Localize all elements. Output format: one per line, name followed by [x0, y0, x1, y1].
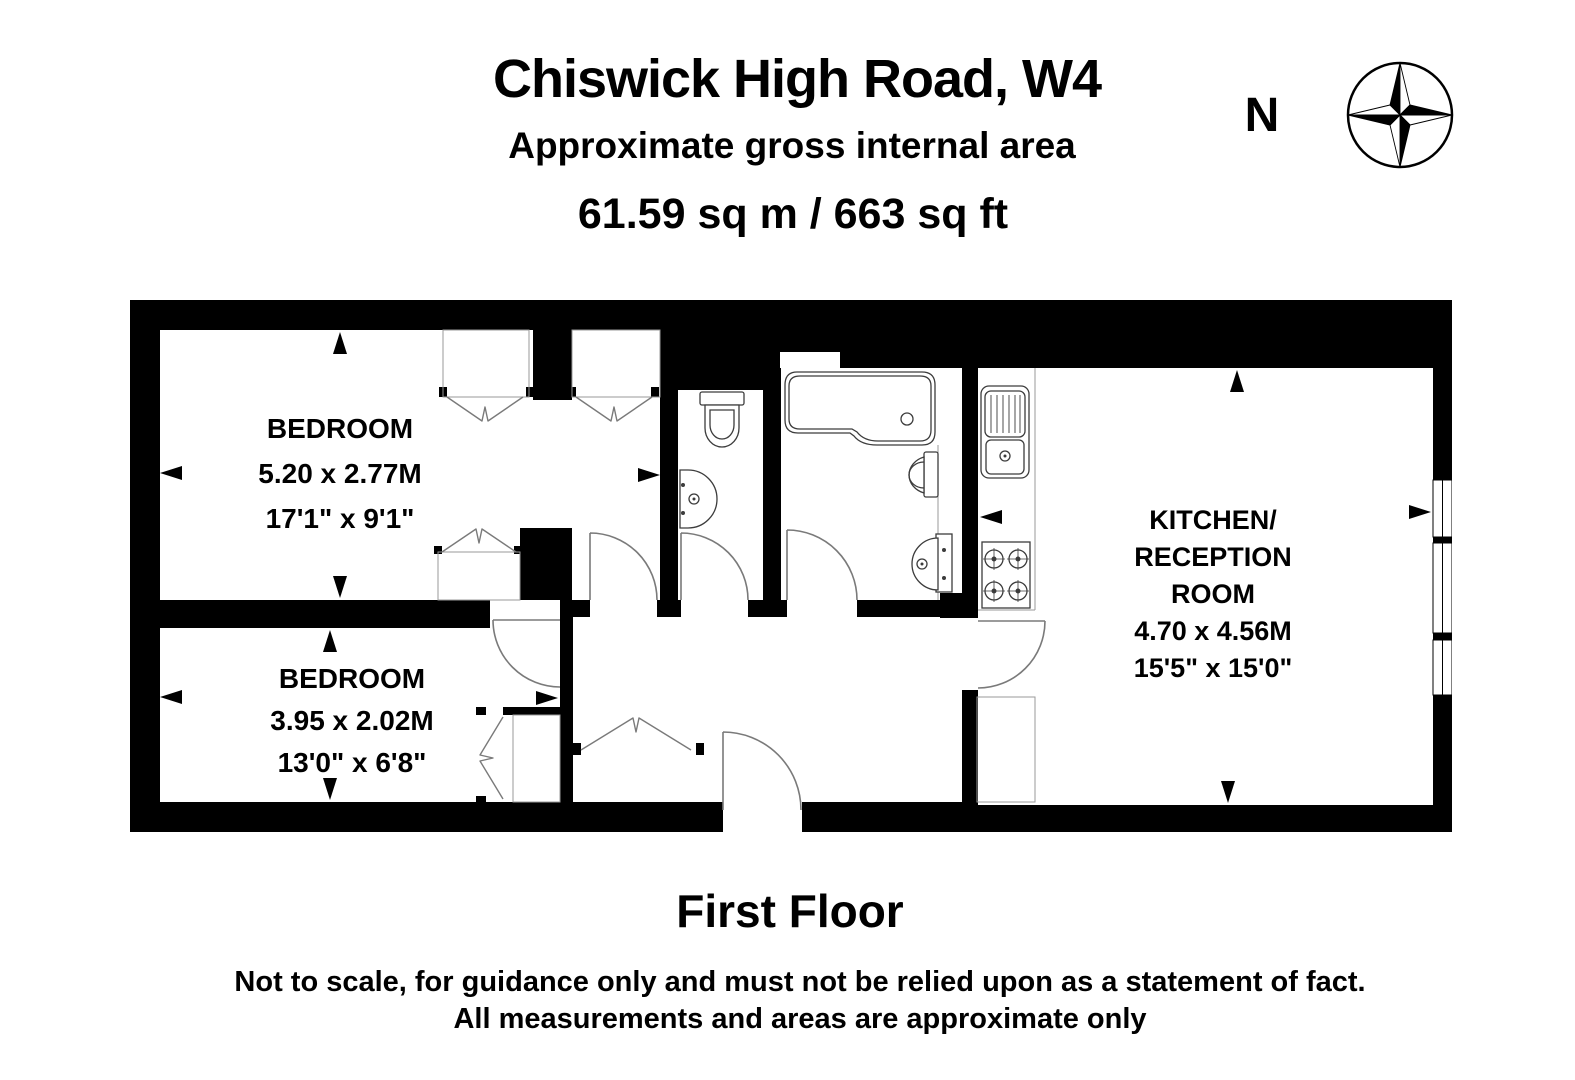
arrow-right-icon	[638, 468, 660, 482]
arrow-up-icon	[1230, 370, 1244, 392]
arrow-left-icon	[160, 690, 182, 704]
room-metric: 3.95 x 2.02M	[270, 705, 434, 736]
bathroom-basin-icon	[911, 533, 953, 593]
arrow-up-icon	[333, 332, 347, 354]
room-name: RECEPTION	[1134, 542, 1292, 572]
room-imperial: 17'1" x 9'1"	[265, 503, 415, 534]
room-metric: 4.70 x 4.56M	[1134, 616, 1292, 646]
kitchen-sink-icon	[980, 385, 1030, 479]
kitchen-cupboard	[976, 696, 1036, 803]
floor-plan: BEDROOM 5.20 x 2.77M 17'1" x 9'1" BEDROO…	[130, 300, 1452, 832]
bifold-door-icon	[441, 528, 517, 553]
bedroom1-door	[589, 532, 658, 601]
arrow-right-icon	[1409, 505, 1431, 519]
bifold-door-icon	[446, 396, 524, 422]
gross-area: 61.59 sq m / 663 sq ft	[577, 190, 1009, 238]
bifold-doors	[441, 396, 692, 800]
bathroom-door	[786, 529, 858, 601]
kitchen-label: KITCHEN/ RECEPTION ROOM 4.70 x 4.56M 15'…	[1134, 502, 1293, 687]
page-subtitle: Approximate gross internal area	[508, 125, 1076, 166]
kitchen-door	[977, 620, 1046, 689]
room-name: KITCHEN/	[1149, 505, 1277, 535]
room-name: BEDROOM	[278, 663, 426, 694]
wardrobe-b	[571, 329, 661, 398]
wardrobe-a	[442, 329, 530, 398]
window-icon	[1432, 479, 1452, 696]
room-metric: 5.20 x 2.77M	[258, 458, 422, 489]
fixtures	[679, 371, 1452, 696]
wc-toilet-icon	[699, 391, 745, 448]
room-imperial: 13'0" x 6'8"	[277, 747, 427, 778]
bathroom-toilet-icon	[908, 451, 939, 498]
arrow-left-icon	[980, 510, 1002, 524]
wc-door	[680, 532, 749, 601]
compass-rose-icon	[1346, 61, 1454, 169]
room-name: ROOM	[1171, 579, 1255, 609]
page-title: Chiswick High Road, W4	[492, 49, 1102, 109]
arrow-down-icon	[1221, 781, 1235, 803]
floor-plan-drawing	[130, 300, 1452, 832]
entrance-door	[722, 731, 802, 811]
arrow-down-icon	[333, 576, 347, 598]
bedroom2-closet	[512, 714, 561, 803]
wardrobe-c	[437, 551, 521, 601]
arrow-up-icon	[323, 630, 337, 652]
bifold-door-icon	[580, 717, 692, 751]
arrow-left-icon	[160, 466, 182, 480]
swing-doors	[492, 529, 1046, 811]
wc-basin-icon	[679, 469, 718, 529]
floor-label: First Floor	[676, 885, 904, 937]
bedroom2-label: BEDROOM 3.95 x 2.02M 13'0" x 6'8"	[270, 658, 433, 784]
bedroom1-label: BEDROOM 5.20 x 2.77M 17'1" x 9'1"	[258, 406, 421, 541]
room-imperial: 15'5" x 15'0"	[1133, 653, 1293, 683]
bathtub-icon	[784, 371, 936, 446]
disclaimer-line1: Not to scale, for guidance only and must…	[234, 966, 1366, 998]
disclaimer-line2: All measurements and areas are approxima…	[453, 1003, 1147, 1035]
room-name: BEDROOM	[266, 413, 414, 444]
dimension-arrows	[160, 332, 1431, 803]
bifold-door-icon	[575, 396, 653, 422]
bedroom2-door	[492, 619, 561, 688]
arrow-right-icon	[536, 691, 558, 705]
kitchen-hob-icon	[981, 541, 1031, 609]
bifold-door-icon	[479, 716, 504, 800]
compass-north-label: N	[1244, 89, 1280, 142]
kitchen-counter	[978, 368, 1036, 611]
arrow-down-icon	[323, 778, 337, 800]
